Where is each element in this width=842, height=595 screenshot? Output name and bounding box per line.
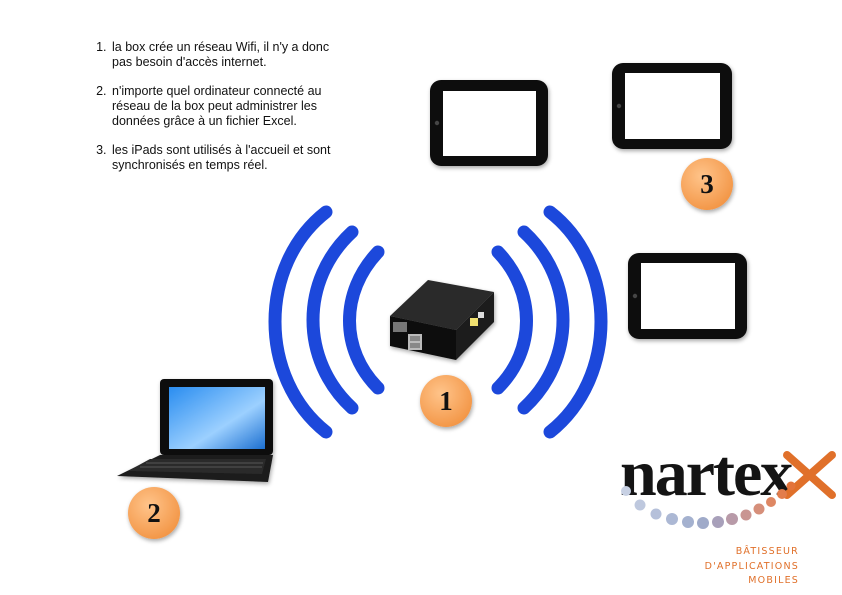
tablet-number-badge bbox=[681, 158, 733, 210]
tablet-icon bbox=[612, 63, 732, 149]
tagline-line: D'APPLICATIONS bbox=[704, 560, 799, 572]
step-item: la box crée un réseau Wifi, il n'y a don… bbox=[110, 40, 342, 70]
tagline-line: BÂTISSEUR bbox=[735, 546, 799, 557]
logo-dots-icon bbox=[621, 481, 796, 529]
box-device-icon bbox=[390, 280, 494, 360]
logo-wordmark: nartex bbox=[620, 437, 793, 510]
tagline-line: MOBILES bbox=[748, 575, 799, 586]
step-item: les iPads sont utilisés à l'accueil et s… bbox=[110, 143, 342, 173]
box-number-badge bbox=[420, 375, 472, 427]
tablet-icon bbox=[628, 253, 747, 339]
laptop-number-badge bbox=[128, 487, 180, 539]
step-item: n'importe quel ordinateur connecté au ré… bbox=[110, 84, 342, 129]
tablet-icon bbox=[430, 80, 548, 166]
logo-tagline: BÂTISSEUR D'APPLICATIONS MOBILES bbox=[705, 545, 799, 589]
wifi-waves-right-icon bbox=[491, 205, 608, 439]
steps-list: la box crée un réseau Wifi, il n'y a don… bbox=[78, 40, 342, 173]
laptop-icon bbox=[117, 379, 273, 482]
wifi-waves-left-icon bbox=[268, 205, 385, 439]
nartex-logo: nartex bbox=[620, 437, 836, 529]
